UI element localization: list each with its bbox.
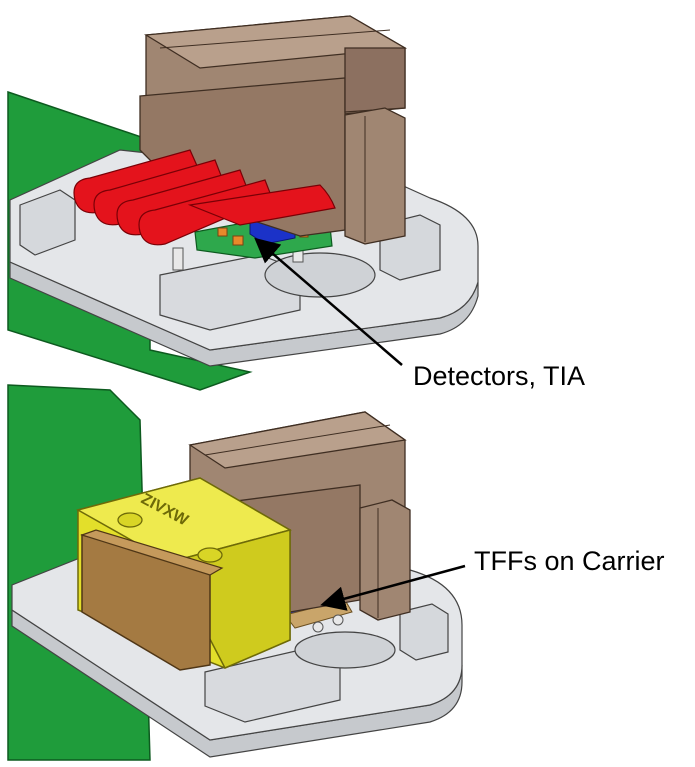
detectors-leader-line xyxy=(254,237,403,366)
tffs-label: TFFs on Carrier xyxy=(474,546,665,576)
top-assembly-view xyxy=(7,15,479,391)
detectors-label: Detectors, TIA xyxy=(413,361,585,391)
bottom-right-post xyxy=(399,603,449,661)
bottom-assembly-view: ZIVXW xyxy=(7,384,463,761)
bottom-pin xyxy=(312,621,324,633)
detector-chip xyxy=(232,235,244,246)
bottom-mount-hole xyxy=(294,631,396,669)
top-mount-hole xyxy=(264,252,376,298)
bottom-pin xyxy=(332,614,344,626)
detector-chip xyxy=(217,227,228,237)
tff-filter-edge xyxy=(80,529,224,576)
top-pin xyxy=(172,247,184,271)
top-left-block xyxy=(19,189,76,256)
fiber-array xyxy=(73,149,336,246)
tffs-leader-line xyxy=(320,564,466,611)
top-connector xyxy=(139,15,408,245)
